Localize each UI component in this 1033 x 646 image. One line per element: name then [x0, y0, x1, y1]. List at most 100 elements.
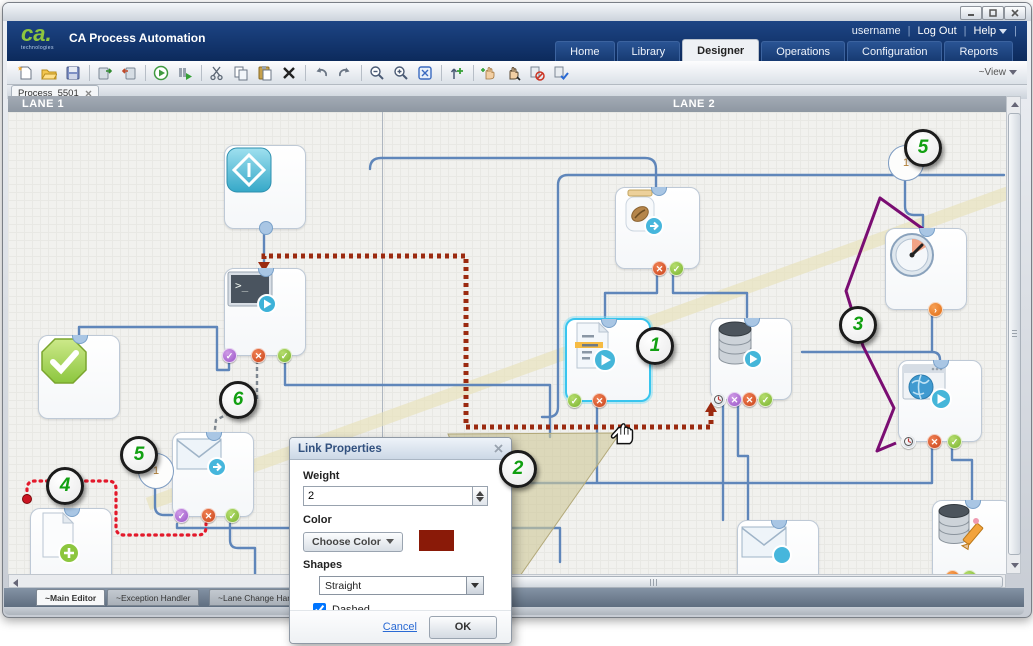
- link-properties-dialog[interactable]: Link Properties Weight Color Choose Colo…: [289, 437, 512, 644]
- tab-library[interactable]: Library: [616, 41, 681, 61]
- handler-enable-icon[interactable]: [551, 63, 571, 83]
- spin-down-icon[interactable]: [476, 496, 484, 502]
- zoom-out-icon[interactable]: [367, 63, 387, 83]
- undo-icon[interactable]: [311, 63, 331, 83]
- fit-view-icon[interactable]: [415, 63, 435, 83]
- node-run-document-selected[interactable]: ✓ ✕: [565, 318, 651, 408]
- success-badge[interactable]: ✓: [225, 508, 240, 523]
- tab-main-editor[interactable]: ~Main Editor: [36, 589, 106, 606]
- tab-lane-change-handler[interactable]: ~Lane Change Handler: [209, 589, 316, 606]
- document-tab-label: Process_5501: [18, 87, 79, 99]
- tab-reports[interactable]: Reports: [944, 41, 1013, 61]
- tab-configuration[interactable]: Configuration: [847, 41, 943, 61]
- pan-icon[interactable]: [503, 63, 523, 83]
- node-send-email[interactable]: ✓ ✕ ✓: [172, 432, 254, 523]
- delete-icon[interactable]: [279, 63, 299, 83]
- vertical-scroll-thumb[interactable]: [1008, 113, 1021, 555]
- node-timer[interactable]: ›: [885, 228, 967, 317]
- check-out-icon[interactable]: [119, 63, 139, 83]
- open-icon[interactable]: [39, 63, 59, 83]
- tab-home[interactable]: Home: [555, 41, 615, 61]
- node-invoke-jar[interactable]: ✕ ✓: [615, 187, 700, 276]
- failed-badge[interactable]: ✕: [251, 348, 266, 363]
- node-web-service[interactable]: ✕ ✓: [898, 360, 982, 449]
- tab-designer[interactable]: Designer: [682, 39, 760, 61]
- spin-up-icon[interactable]: [476, 490, 484, 496]
- node-success-stop[interactable]: [38, 335, 120, 419]
- node-start[interactable]: [224, 145, 306, 235]
- weight-spinner[interactable]: [473, 486, 488, 506]
- ok-button[interactable]: OK: [429, 615, 497, 639]
- close-button[interactable]: [1004, 6, 1026, 20]
- tab-close-icon[interactable]: [85, 90, 92, 97]
- handler-disable-icon[interactable]: [527, 63, 547, 83]
- window-titlebar: [3, 3, 1031, 21]
- select-arrow-icon[interactable]: [466, 577, 483, 595]
- dialog-titlebar: Link Properties: [290, 438, 511, 460]
- success-badge[interactable]: ✓: [669, 261, 684, 276]
- callout-3: 3: [839, 306, 877, 344]
- color-label: Color: [303, 514, 332, 526]
- purple-shape-link[interactable]: [844, 196, 924, 453]
- logout-link[interactable]: Log Out: [917, 25, 957, 37]
- auto-layout-icon[interactable]: [447, 63, 467, 83]
- tab-operations[interactable]: Operations: [761, 41, 846, 61]
- minimize-button[interactable]: [960, 6, 982, 20]
- check-in-icon[interactable]: [95, 63, 115, 83]
- callout-5: 5: [120, 436, 158, 474]
- cut-icon[interactable]: [207, 63, 227, 83]
- success-badge[interactable]: ✓: [758, 392, 773, 407]
- node-database[interactable]: ✕ ✕ ✓: [710, 318, 792, 407]
- vertical-scrollbar[interactable]: [1006, 96, 1021, 574]
- node-database-update[interactable]: ✕ ✓: [932, 500, 1006, 574]
- dialog-close-icon[interactable]: [494, 444, 503, 453]
- node-create-document[interactable]: [30, 508, 112, 574]
- failed-badge[interactable]: ✕: [652, 261, 667, 276]
- database-icon: [718, 321, 763, 369]
- save-icon[interactable]: [63, 63, 83, 83]
- new-process-icon[interactable]: [15, 63, 35, 83]
- node-run-script[interactable]: >_ ✓ ✕ ✓: [222, 268, 306, 363]
- tab-exception-handler[interactable]: ~Exception Handler: [107, 589, 200, 606]
- output-port[interactable]: [259, 221, 273, 235]
- restore-button[interactable]: [982, 6, 1004, 20]
- timeout-badge[interactable]: [711, 392, 726, 407]
- weight-input[interactable]: [303, 486, 473, 506]
- cancel-link[interactable]: Cancel: [382, 621, 417, 633]
- shape-select[interactable]: Straight: [319, 576, 484, 596]
- aborted-badge[interactable]: ✕: [727, 392, 742, 407]
- resume-icon[interactable]: [175, 63, 195, 83]
- dialog-title: Link Properties: [298, 442, 382, 455]
- timeout-badge[interactable]: [901, 434, 916, 449]
- help-menu[interactable]: Help: [974, 25, 1008, 37]
- success-badge[interactable]: ✓: [947, 434, 962, 449]
- choose-color-button[interactable]: Choose Color: [303, 531, 403, 552]
- completed-badge[interactable]: ✓: [174, 508, 189, 523]
- failed-badge[interactable]: ✕: [927, 434, 942, 449]
- view-menu[interactable]: ~View: [979, 67, 1017, 78]
- scroll-left-arrow[interactable]: [13, 579, 18, 587]
- failed-badge[interactable]: ✕: [742, 392, 757, 407]
- dashed-red-link[interactable]: [258, 253, 717, 430]
- input-port[interactable]: [650, 187, 667, 196]
- email-icon: [741, 526, 792, 565]
- success-badge[interactable]: ✓: [567, 393, 582, 408]
- red-dotted-link[interactable]: [22, 479, 208, 537]
- zoom-in-icon[interactable]: [391, 63, 411, 83]
- scroll-down-arrow[interactable]: [1011, 563, 1019, 568]
- completed-badge[interactable]: ✓: [222, 348, 237, 363]
- copy-icon[interactable]: [231, 63, 251, 83]
- app-title: CA Process Automation: [69, 31, 206, 45]
- pan-add-icon[interactable]: [479, 63, 499, 83]
- failed-badge[interactable]: ✕: [201, 508, 216, 523]
- scroll-up-arrow[interactable]: [1011, 102, 1019, 107]
- start-icon[interactable]: [151, 63, 171, 83]
- success-badge[interactable]: ✓: [277, 348, 292, 363]
- custom-exit-badge[interactable]: ›: [928, 302, 943, 317]
- failed-badge[interactable]: ✕: [592, 393, 607, 408]
- callout-1: 1: [636, 327, 674, 365]
- node-send-email-2[interactable]: [737, 520, 819, 574]
- paste-icon[interactable]: [255, 63, 275, 83]
- gray-dashed-link[interactable]: [212, 360, 259, 438]
- redo-icon[interactable]: [335, 63, 355, 83]
